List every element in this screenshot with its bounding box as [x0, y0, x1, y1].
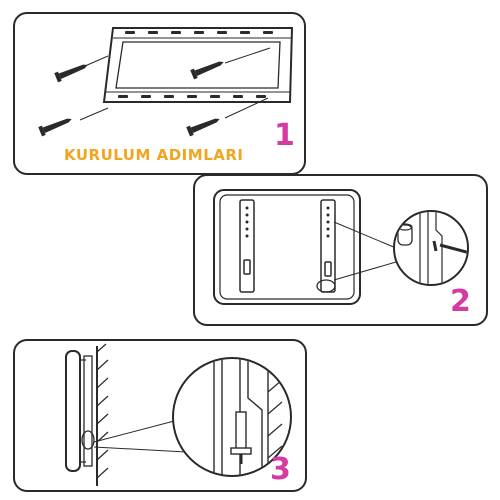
tv-back — [213, 189, 361, 305]
step-number-3: 3 — [270, 452, 291, 487]
wall — [96, 343, 109, 486]
detail-magnifier — [172, 357, 292, 477]
bracket-slots — [118, 31, 273, 98]
screw-icon — [54, 64, 88, 83]
tv-side-profile — [65, 350, 93, 472]
instructions-heading: KURULUM ADIMLARI — [64, 146, 244, 164]
wall-bracket — [102, 27, 294, 103]
screw-icon — [38, 118, 72, 137]
step-number-1: 1 — [274, 118, 295, 153]
detail-magnifier — [393, 210, 469, 286]
screw-icon — [190, 61, 224, 80]
mounting-arm-right — [316, 199, 336, 293]
screw-icon — [186, 118, 220, 137]
step-1-panel — [13, 12, 306, 175]
mounting-arm-left — [239, 199, 255, 293]
step-number-2: 2 — [450, 284, 471, 319]
